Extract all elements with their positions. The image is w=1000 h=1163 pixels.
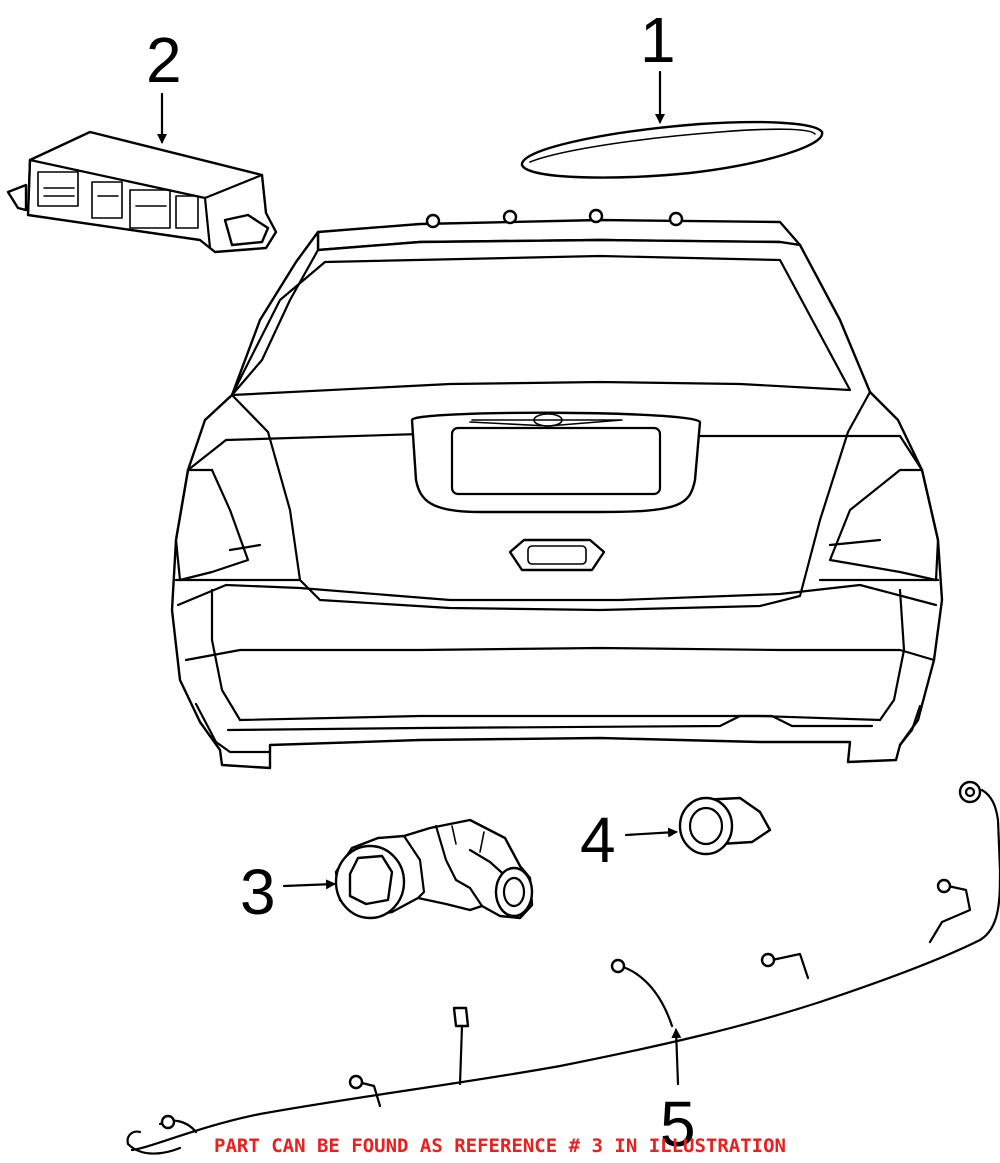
part-1-brake-light	[520, 120, 824, 179]
arrow-3	[282, 879, 336, 890]
callout-4: 4	[580, 804, 616, 876]
callout-2: 2	[146, 24, 182, 96]
arrow-4	[624, 827, 678, 838]
part-5-wiring-harness	[126, 780, 1000, 1155]
callout-3: 3	[240, 856, 276, 928]
part-2-control-module	[6, 130, 278, 254]
part-4-sensor-retainer	[678, 796, 772, 856]
callout-1: 1	[640, 4, 676, 76]
part-3-parking-sensor	[334, 818, 534, 920]
vehicle-rear-view	[170, 208, 944, 770]
callout-5: 5	[660, 1088, 696, 1160]
arrow-5	[671, 1028, 682, 1086]
callout-arrows	[157, 70, 682, 1086]
reference-note: PART CAN BE FOUND AS REFERENCE # 3 IN IL…	[214, 1135, 786, 1157]
